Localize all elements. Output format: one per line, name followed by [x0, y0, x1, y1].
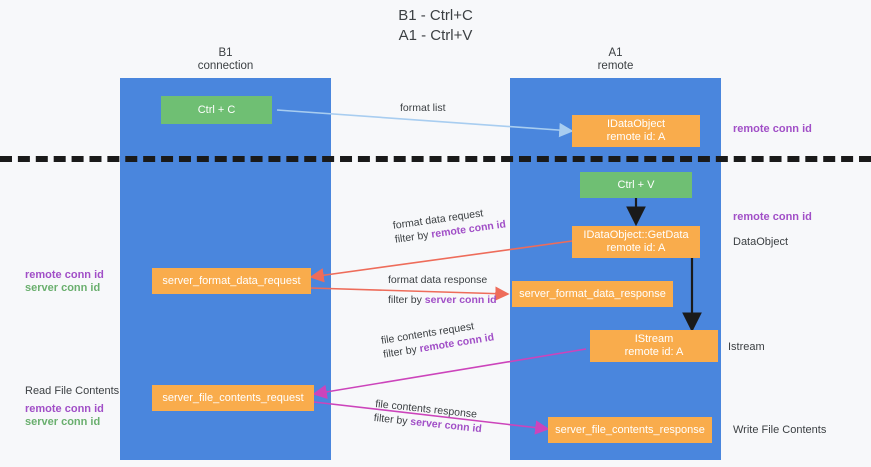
phase-separator — [0, 156, 871, 162]
annotation-dataobject: DataObject — [733, 236, 789, 248]
edge-label-file-contents-request: file contents request filter by remote c… — [380, 316, 495, 361]
annotation-left-remote-conn-id: remote conn id — [25, 269, 104, 281]
annotation-remote-conn-id-top: remote conn id — [733, 123, 812, 135]
node-idataobject[interactable]: IDataObject remote id: A — [572, 115, 700, 147]
node-server-file-contents-response[interactable]: server_file_contents_response — [548, 417, 712, 443]
edge-label-format-list: format list — [400, 102, 446, 114]
node-server-format-data-response[interactable]: server_format_data_response — [512, 281, 673, 307]
diagram-title: B1 - Ctrl+C A1 - Ctrl+V — [398, 7, 473, 44]
annotation-left-server-conn-id-2: server conn id — [25, 416, 101, 428]
node-server-file-contents-request[interactable]: server_file_contents_request — [152, 385, 314, 411]
annotation-remote-conn-id-mid: remote conn id — [733, 211, 812, 223]
node-server-format-data-request[interactable]: server_format_data_request — [152, 268, 311, 294]
edge-label-file-contents-response: file contents response filter by server … — [373, 397, 484, 436]
node-ctrl-c[interactable]: Ctrl + C — [161, 96, 272, 124]
edge-label-format-data-response-line2: filter by server conn id — [388, 294, 497, 306]
node-istream[interactable]: IStream remote id: A — [590, 330, 718, 362]
edge-label-format-data-response-line1: format data response — [388, 274, 488, 286]
swimlane-title-b1: B1 connection — [197, 47, 254, 72]
annotation-left-remote-conn-id-2: remote conn id — [25, 403, 104, 415]
annotation-write-file-contents: Write File Contents — [733, 424, 827, 436]
annotation-left-server-conn-id: server conn id — [25, 282, 101, 294]
annotation-istream: Istream — [728, 341, 765, 353]
node-ctrl-v[interactable]: Ctrl + V — [580, 172, 692, 198]
swimlane-title-a1: A1 remote — [597, 47, 634, 72]
edge-label-format-data-response: format data response filter by server co… — [388, 273, 497, 307]
edge-filter-key-server-conn-id-1: server conn id — [424, 294, 497, 306]
annotation-read-file-contents: Read File Contents — [25, 385, 120, 397]
node-idataobject-getdata[interactable]: IDataObject::GetData remote id: A — [572, 226, 700, 258]
edge-label-format-data-request: format data request filter by remote con… — [392, 203, 507, 246]
